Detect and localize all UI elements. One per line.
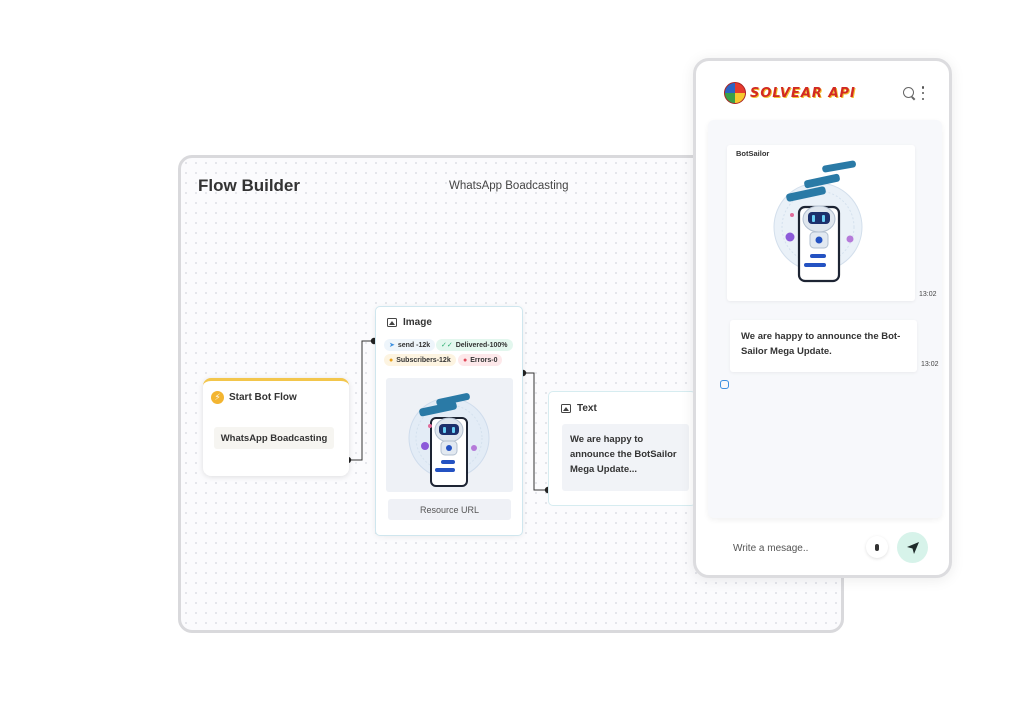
bot-avatar-icon [720, 380, 729, 389]
send-button[interactable] [897, 532, 928, 563]
builder-subtitle: WhatsApp Boadcasting [449, 180, 569, 192]
user-icon: ● [389, 356, 394, 364]
resource-url-button[interactable]: Resource URL [388, 499, 511, 520]
message-input[interactable]: Write a mesage.. [733, 543, 809, 554]
image-node[interactable]: Image ➤send -12k ✓✓Delivered-100% ●Subsc… [375, 306, 523, 536]
builder-title: Flow Builder [198, 176, 300, 195]
search-icon[interactable] [903, 87, 914, 98]
logo-emblem-icon [724, 82, 746, 104]
image-message-time: 13:02 [919, 291, 937, 298]
text-node-title: Text [577, 403, 597, 414]
start-node-title: Start Bot Flow [229, 392, 297, 403]
send-badge: ➤send -12k [384, 339, 436, 351]
text-message-time: 13:02 [921, 361, 939, 368]
errors-badge-label: Errors-0 [470, 356, 498, 364]
send-icon: ➤ [389, 342, 395, 349]
robot-illustration [408, 393, 490, 487]
image-node-title: Image [403, 317, 432, 328]
start-node-trigger[interactable]: WhatsApp Boadcasting [214, 427, 334, 449]
image-icon [387, 318, 397, 327]
image-preview [386, 378, 513, 492]
bolt-icon: ⚡ [211, 391, 224, 404]
microphone-icon[interactable] [866, 536, 888, 558]
send-badge-label: send -12k [397, 341, 431, 349]
image-node-header: Image [387, 317, 432, 328]
brand-logo: SOLVEAR API [724, 82, 856, 104]
error-icon: ● [463, 356, 468, 364]
start-bot-flow-node[interactable]: ⚡ Start Bot Flow WhatsApp Boadcasting [203, 378, 349, 476]
image-icon [561, 404, 571, 413]
text-node[interactable]: Text We are happy to announce the BotSai… [548, 391, 696, 506]
delivered-badge-label: Delivered-100% [455, 341, 508, 349]
text-message-bubble[interactable]: We are happy to announce the Bot-Sailor … [730, 320, 917, 372]
text-node-body[interactable]: We are happy to announce the BotSailor M… [562, 424, 689, 491]
delivered-badge: ✓✓Delivered-100% [436, 339, 513, 351]
start-node-header: ⚡ Start Bot Flow [211, 391, 297, 404]
more-options-icon[interactable] [920, 86, 926, 100]
double-check-icon: ✓✓ [441, 342, 453, 349]
message-sender: BotSailor [736, 149, 770, 158]
text-node-header: Text [561, 403, 597, 414]
subscribers-badge: ●Subscribers-12k [384, 354, 456, 366]
errors-badge: ●Errors-0 [458, 354, 503, 366]
send-icon [906, 541, 919, 554]
robot-illustration [773, 160, 863, 283]
logo-text: SOLVEAR API [750, 85, 856, 101]
subscribers-badge-label: Subscribers-12k [396, 356, 451, 364]
